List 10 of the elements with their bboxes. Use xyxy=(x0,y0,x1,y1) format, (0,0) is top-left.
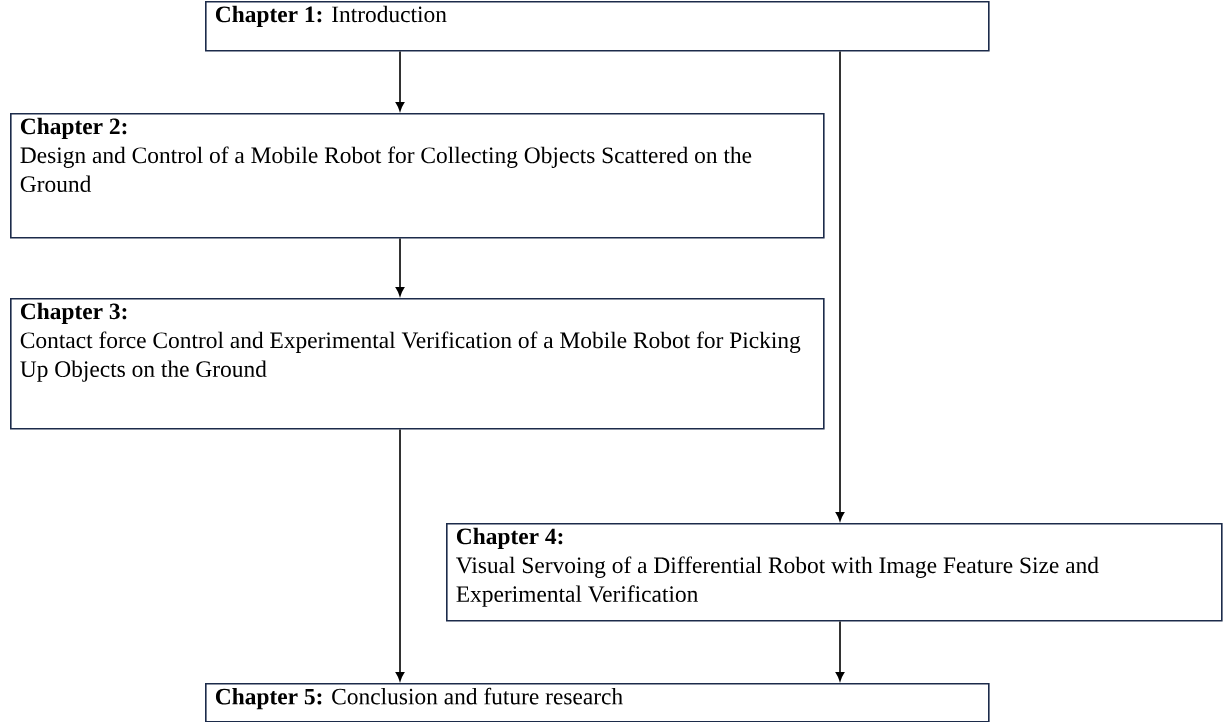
arrow xyxy=(395,50,405,112)
arrow xyxy=(835,50,845,522)
chapter-box: Chapter 2: Design and Control of a Mobile Robot for Collecting Objects Scattered on the Ground xyxy=(10,113,825,239)
arrow xyxy=(395,237,405,297)
chapter-box: Chapter 5: Conclusion and future research xyxy=(205,683,990,722)
chapter-box: Chapter 1: Introduction xyxy=(205,1,990,52)
chapter-box: Chapter 3: Contact force Control and Experimental Verification of a Mobile Robot for Picking Up Objects on the Ground xyxy=(10,298,825,430)
chapter-box: Chapter 4: Visual Servoing of a Differential Robot with Image Feature Size and Experimental Verification xyxy=(446,523,1223,622)
arrow xyxy=(395,428,405,682)
arrow xyxy=(835,620,845,682)
